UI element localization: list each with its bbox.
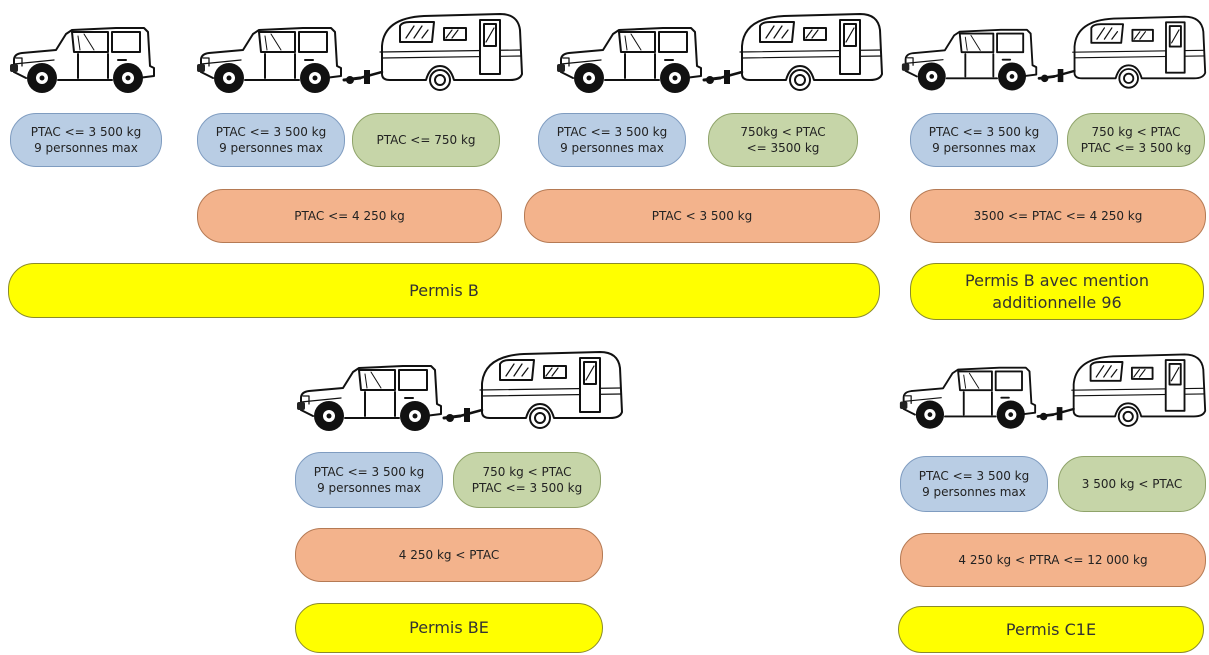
- jeep-icon: [10, 27, 155, 93]
- box-line: PTAC <= 3 500 kg: [918, 468, 1030, 483]
- box-line: 9 personnes max: [932, 141, 1036, 155]
- box-line: PTAC <= 750 kg: [376, 132, 476, 147]
- box-line: PTAC <= 3 500 kg: [30, 124, 142, 139]
- box-line: PTAC <= 3 500 kg: [215, 124, 327, 139]
- box-line: 3 500 kg < PTAC: [1081, 476, 1183, 491]
- box-line: PTAC <= 4 250 kg: [294, 208, 405, 223]
- box-line: PTAC <= 3 500 kg: [556, 124, 668, 139]
- box-line: 9 personnes max: [922, 485, 1026, 499]
- jeep-with-caravan-icon: [197, 13, 523, 93]
- trailer-box: PTAC <= 750 kg: [352, 113, 500, 167]
- tow-vehicle-box: PTAC <= 3 500 kg 9 personnes max: [197, 113, 345, 167]
- jeep-with-caravan-icon: [901, 15, 1207, 91]
- box-line: PTAC < 3 500 kg: [651, 208, 753, 223]
- combination-box: 4 250 kg < PTAC: [295, 528, 603, 582]
- license-label: Permis B: [409, 280, 479, 300]
- license-label: Permis B avec mention: [965, 270, 1149, 290]
- box-line: 9 personnes max: [219, 141, 323, 155]
- tow-vehicle-box: PTAC <= 3 500 kg 9 personnes max: [295, 452, 443, 508]
- box-line: PTAC <= 3 500 kg: [471, 481, 583, 495]
- box-line: 3500 <= PTAC <= 4 250 kg: [973, 208, 1143, 223]
- jeep-with-caravan-icon: [557, 13, 883, 93]
- box-line: 750 kg < PTAC: [482, 464, 572, 479]
- combination-box: 4 250 kg < PTRA <= 12 000 kg: [900, 533, 1206, 587]
- license-label: Permis BE: [409, 618, 489, 638]
- license-permis-be: Permis BE: [295, 603, 603, 653]
- box-line: 9 personnes max: [317, 481, 421, 495]
- box-line: 9 personnes max: [34, 141, 138, 155]
- tow-vehicle-box: PTAC <= 3 500 kg 9 personnes max: [538, 113, 686, 167]
- license-label: additionnelle 96: [992, 292, 1122, 312]
- box-line: 4 250 kg < PTRA <= 12 000 kg: [958, 552, 1148, 567]
- combination-box: 3500 <= PTAC <= 4 250 kg: [910, 189, 1206, 243]
- trailer-box: 750kg < PTAC <= 3500 kg: [708, 113, 858, 167]
- box-line: PTAC <= 3 500 kg: [928, 124, 1040, 139]
- trailer-box: 750 kg < PTAC PTAC <= 3 500 kg: [453, 452, 601, 508]
- box-line: PTAC <= 3 500 kg: [313, 464, 425, 479]
- jeep-with-caravan-icon: [297, 351, 623, 431]
- box-line: 4 250 kg < PTAC: [398, 547, 500, 562]
- trailer-box: 750 kg < PTAC PTAC <= 3 500 kg: [1067, 113, 1205, 167]
- combination-box: PTAC < 3 500 kg: [524, 189, 880, 243]
- box-line: PTAC <= 3 500 kg: [1080, 141, 1192, 155]
- license-label: Permis C1E: [1005, 619, 1097, 639]
- box-line: 750 kg < PTAC: [1091, 124, 1181, 139]
- jeep-with-caravan-icon: [899, 353, 1207, 429]
- tow-vehicle-box: PTAC <= 3 500 kg 9 personnes max: [10, 113, 162, 167]
- combination-box: PTAC <= 4 250 kg: [197, 189, 502, 243]
- tow-vehicle-box: PTAC <= 3 500 kg 9 personnes max: [910, 113, 1058, 167]
- tow-vehicle-box: PTAC <= 3 500 kg 9 personnes max: [900, 456, 1048, 512]
- trailer-box: 3 500 kg < PTAC: [1058, 456, 1206, 512]
- box-line: 9 personnes max: [560, 141, 664, 155]
- box-line: <= 3500 kg: [746, 141, 820, 155]
- box-line: 750kg < PTAC: [740, 124, 826, 139]
- license-permis-c1e: Permis C1E: [898, 606, 1204, 653]
- license-permis-b: Permis B: [8, 263, 880, 318]
